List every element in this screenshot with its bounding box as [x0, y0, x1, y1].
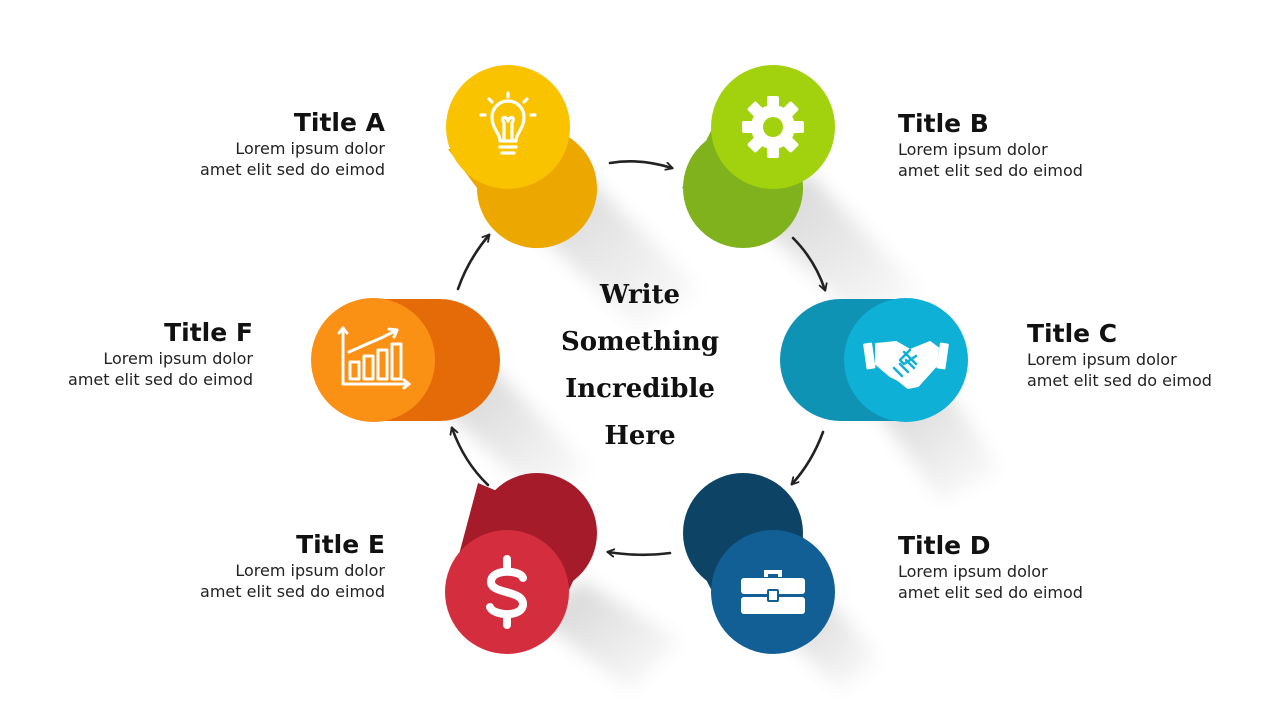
label-a: Title A Lorem ipsum dolor amet elit sed … — [85, 108, 385, 180]
gear-icon — [742, 96, 804, 158]
cylinder-b — [682, 65, 835, 248]
arrow-f-to-a — [456, 235, 489, 291]
cylinder-a-face — [446, 65, 570, 189]
center-text: Write Something Incredible Here — [510, 272, 770, 460]
arrow-b-to-c — [791, 236, 825, 290]
step-desc-line: Lorem ipsum dolor — [235, 561, 385, 580]
briefcase-icon — [741, 570, 805, 614]
step-desc-line: Lorem ipsum dolor — [898, 140, 1048, 159]
label-b: Title B Lorem ipsum dolor amet elit sed … — [898, 109, 1198, 181]
center-text-line: Here — [604, 421, 676, 451]
label-e: Title E Lorem ipsum dolor amet elit sed … — [85, 530, 385, 602]
handshake-icon — [863, 341, 949, 389]
step-title: Title D — [898, 531, 991, 560]
arrow-c-to-d — [792, 430, 825, 484]
growth-chart-icon — [337, 326, 411, 390]
cylinder-a — [446, 65, 597, 248]
label-f: Title F Lorem ipsum dolor amet elit sed … — [0, 318, 253, 390]
cylinder-e — [445, 473, 597, 654]
step-title: Title A — [293, 108, 385, 137]
arrow-d-to-e — [608, 552, 672, 555]
center-text-line: Incredible — [565, 374, 715, 404]
step-desc-line: amet elit sed do eimod — [898, 161, 1083, 180]
label-c: Title C Lorem ipsum dolor amet elit sed … — [1027, 319, 1280, 391]
cylinder-d — [683, 473, 835, 654]
step-desc-line: amet elit sed do eimod — [200, 160, 385, 179]
step-desc-line: amet elit sed do eimod — [898, 583, 1083, 602]
center-text-line: Write — [599, 280, 681, 310]
step-title: Title E — [296, 530, 385, 559]
step-desc-line: Lorem ipsum dolor — [898, 562, 1048, 581]
cycle-arrows — [452, 160, 825, 555]
arrow-a-to-b — [608, 160, 672, 168]
step-desc-line: Lorem ipsum dolor — [103, 349, 253, 368]
step-title: Title F — [164, 318, 253, 347]
step-desc-line: amet elit sed do eimod — [1027, 371, 1212, 390]
step-title: Title B — [898, 109, 989, 138]
cylinder-c — [780, 298, 968, 422]
step-desc-line: amet elit sed do eimod — [200, 582, 385, 601]
step-desc-line: amet elit sed do eimod — [68, 370, 253, 389]
cylinder-f — [311, 298, 500, 422]
step-title: Title C — [1027, 319, 1118, 348]
center-text-line: Something — [560, 327, 720, 357]
step-desc-line: Lorem ipsum dolor — [1027, 350, 1177, 369]
lightbulb-icon — [479, 91, 537, 155]
shadow-e — [540, 580, 680, 690]
step-desc-line: Lorem ipsum dolor — [235, 139, 385, 158]
label-d: Title D Lorem ipsum dolor amet elit sed … — [898, 531, 1198, 603]
dollar-icon — [486, 555, 528, 629]
arrow-e-to-f — [452, 428, 490, 487]
